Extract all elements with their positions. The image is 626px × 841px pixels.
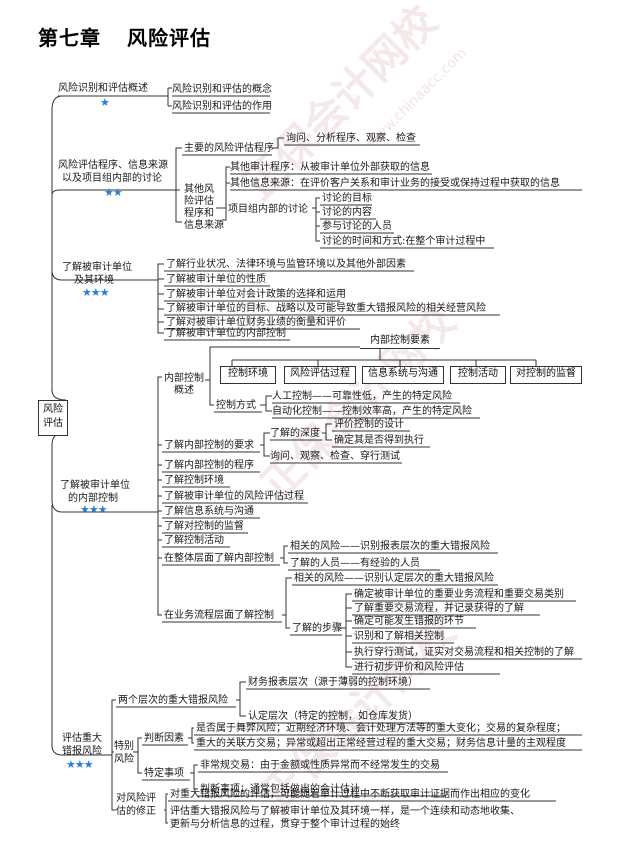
ic-element-box: 风险评估过程 [284,366,356,384]
special-risk: 风险 [114,754,134,765]
ic-item: 了解信息系统与沟通 [164,506,254,517]
ic-item: 了解控制环境 [164,475,224,486]
entity-item: 了解的人员——有经验的人员 [290,558,420,569]
sec3-label: 及其环境 [74,275,114,286]
specific-item: 非常规交易：由于金额或性质异常而不经常发生的交易 [200,760,440,771]
other-sources: 程序和 [184,208,214,219]
ic-element-box: 控制活动 [450,366,506,384]
manual-control: 人工控制——可靠性低，产生的特定风险 [272,391,452,402]
discussion-label: 项目组内部的讨论 [228,204,308,215]
ic-item: 了解内部控制的程序 [164,460,254,471]
special-risk: 特别 [114,741,134,752]
ic-element-box: 对控制的监督 [510,366,582,384]
specific-item: 判断事项：通常包括做出的会计估计 [200,784,360,795]
ic-requirements: 了解内部控制的要求 [164,440,254,451]
ic-element-box: 控制环境 [220,366,276,384]
sec4-label: 的内部控制 [68,493,118,504]
step-item: 进行初步评价和风险评估 [354,662,464,673]
judgment-item: 是否属于舞弊风险；近期经济环境、会计处理方法等的重大变化；交易的复杂程度； [196,723,566,734]
depth-item: 评价控制的设计 [334,419,404,430]
revision-label: 估的修正 [116,806,156,817]
two-levels: 两个层次的重大错报风险 [118,695,228,706]
ic-item: 了解对控制的监督 [164,521,244,532]
other-item: 其他审计程序：从被审计单位外部获取的信息 [230,162,430,173]
sec1-label: 风险识别和评估概述 [58,83,148,94]
root-label: 风险评估 [43,404,63,429]
ic-element-box: 信息系统与沟通 [362,366,444,384]
sec1-item: 风险识别和评估的作用 [172,101,272,112]
entity-item: 相关的风险——识别报表层次的重大错报风险 [290,541,490,552]
sec3-item: 了解被审计单位的性质 [166,274,266,285]
star-rating: ★ [100,96,110,109]
main-procedures: 主要的风险评估程序 [184,143,274,154]
judgment-item: 重大的关联方交易；异常或超出正常经营过程的重大交易；财务信息计量的主观程度 [196,738,566,749]
sec2-label: 风险评估程序、信息来源 [58,160,168,171]
page-title: 第七章风险评估 [38,26,211,50]
process-level: 在业务流程层面了解控制 [164,610,274,621]
auto-control: 自动化控制——控制效率高，产生的特定风险 [272,406,472,417]
sec4-label: 了解被审计单位 [60,480,130,491]
process-risk: 相关的风险——识别认定层次的重大错报风险 [294,573,494,584]
step-item: 识别和了解相关控制 [354,631,444,642]
revision-item: 评估重大错报风险与了解被审计单位及其环境一样，是一个连续和动态地收集、 [170,806,520,817]
step-item: 了解重要交易流程，并记录获得的了解 [354,603,524,614]
sec3-label: 了解被审计单位 [62,262,132,273]
revision-item: 更新与分析信息的过程，贯穿于整个审计过程的始终 [170,819,400,830]
discussion-item: 讨论的目标 [322,193,372,204]
discussion-item: 参与讨论的人员 [322,221,392,232]
sec1-item: 风险识别和评估的概念 [172,84,272,95]
root-node: 风险评估 [38,400,68,436]
other-sources: 其他风 [184,184,214,195]
other-item: 其他信息来源：在评价客户关系和审计业务的接受或保持过程中获取的信息 [230,178,560,189]
specific-matters: 特定事项 [144,768,184,779]
step-item: 确定被审计单位的重要业务流程和重要交易类别 [354,589,564,600]
discussion-item: 讨论的时间和方式:在整个审计过程中 [322,236,486,247]
main-procedures-detail: 询问、分析程序、观察、检查 [286,133,416,144]
sec3-item: 了解被审计单位的内部控制 [166,328,286,339]
ic-item: 了解被审计单位的风险评估过程 [164,491,304,502]
discussion-item: 讨论的内容 [322,207,372,218]
sec5-label: 评估重大 [62,733,102,744]
revision-item: 对重大错报风险的评估，可能随着审计过程中不断获取审计证据而作出相应的变化 [170,789,530,800]
star-rating: ★★★ [80,503,108,516]
control-methods: 控制方式 [216,400,256,411]
assertion-level: 认定层次（特定的控制，如仓库发货） [248,711,418,722]
judgment-factors: 判断因素 [144,733,184,744]
ic-item: 了解控制活动 [164,535,224,546]
ic-elements-title: 内部控制要素 [360,334,440,349]
star-rating: ★★★ [82,286,110,299]
sec3-item: 了解行业状况、法律环境与监管环境以及其他外部因素 [166,259,406,270]
sec3-item: 了解对被审计单位财务业绩的衡量和评价 [166,317,346,328]
ic-overview: 概述 [174,385,194,396]
sec3-item: 了解被审计单位的目标、战略以及可能导致重大错报风险的相关经营风险 [166,303,486,314]
ic-overview: 内部控制 [164,373,204,384]
star-rating: ★★ [104,186,123,199]
other-sources: 信息来源 [184,220,224,231]
understanding-depth: 了解的深度 [270,428,320,439]
revision-label: 对风险评 [116,793,156,804]
understanding-steps: 了解的步骤 [292,623,342,634]
depth-procedures: 询问、观察、检查、穿行测试 [270,451,400,462]
depth-item: 确定其是否得到执行 [334,435,424,446]
step-item: 执行穿行测试，证实对交易流程和相关控制的了解 [354,647,574,658]
sec5-label: 错报风险 [62,746,102,757]
star-rating: ★★★ [66,758,94,771]
sec2-label: 以及项目组内部的讨论 [62,173,162,184]
entity-level: 在整体层面了解内部控制 [164,553,274,564]
step-item: 确定可能发生错报的环节 [354,616,464,627]
sec3-item: 了解被审计单位对会计政策的选择和运用 [166,289,346,300]
fs-level: 财务报表层次（源于薄弱的控制环境） [248,677,418,688]
other-sources: 险评估 [184,196,214,207]
